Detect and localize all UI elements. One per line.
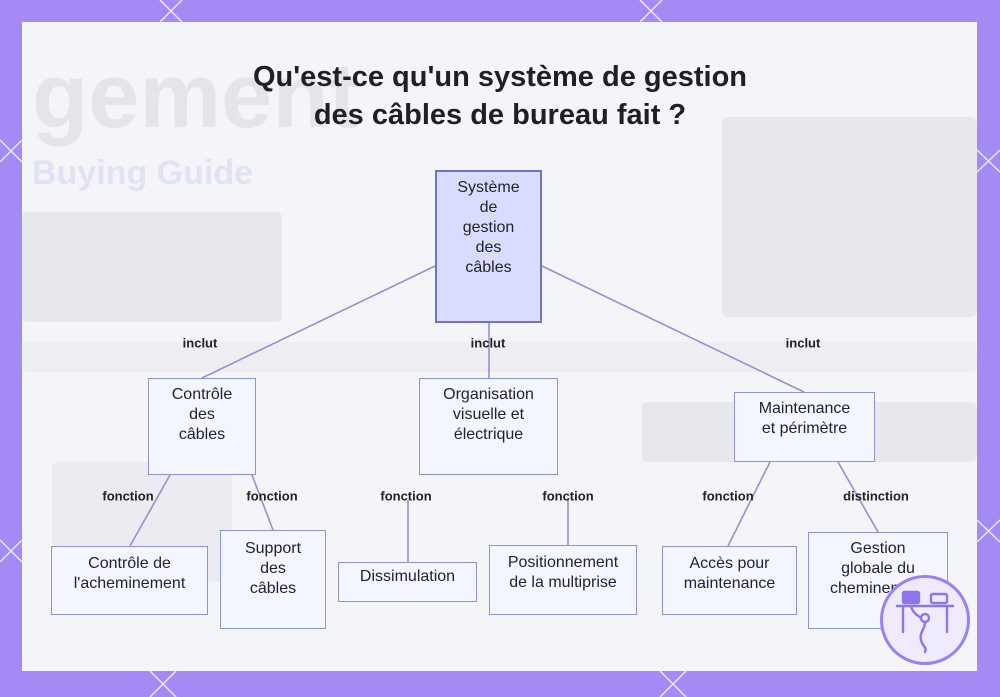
edge-root-controle — [201, 265, 436, 379]
background-subtitle: Buying Guide — [32, 154, 253, 192]
edge-label-inclut-left: inclut — [182, 335, 218, 351]
node-power-strip-positioning: Positionnement de la multiprise — [489, 545, 637, 615]
node-label: Support des câbles — [244, 540, 302, 597]
node-label: Contrôle des câbles — [171, 386, 233, 443]
node-visual-electrical-organisation: Organisation visuelle et électrique — [419, 378, 558, 475]
node-label: Dissimulation — [359, 568, 456, 585]
edge-label-fonction-3: fonction — [380, 488, 432, 504]
edge-label-inclut-right: inclut — [785, 335, 821, 351]
node-label: Maintenance et périmètre — [758, 400, 851, 437]
title-line-1: Qu'est-ce qu'un système de gestion — [252, 61, 748, 93]
node-cable-management-system: Système de gestion des câbles — [435, 170, 542, 323]
node-label: Contrôle de l'acheminement — [73, 555, 186, 592]
edge-controle-support — [251, 474, 274, 531]
node-label: Positionnement de la multiprise — [507, 554, 619, 591]
edge-controle-acheminement — [129, 474, 171, 547]
node-maintenance-perimeter: Maintenance et périmètre — [734, 392, 875, 462]
background-word: gement — [32, 45, 360, 147]
edge-label-distinction: distinction — [843, 488, 909, 504]
edge-root-maintenance — [541, 265, 805, 393]
node-label: Organisation visuelle et électrique — [443, 386, 534, 443]
node-label: Accès pour maintenance — [683, 555, 776, 592]
node-maintenance-access: Accès pour maintenance — [662, 546, 797, 615]
edge-label-fonction-4: fonction — [542, 488, 594, 504]
edge-label-inclut-mid: inclut — [470, 335, 506, 351]
desk-setup-icon — [880, 575, 970, 665]
edge-maintenance-cheminement — [837, 461, 879, 533]
node-cable-support: Support des câbles — [220, 530, 326, 629]
desk-setup-icon-graphic — [895, 590, 955, 654]
node-routing-control: Contrôle de l'acheminement — [51, 546, 208, 615]
edge-label-fonction-1: fonction — [102, 488, 154, 504]
edge-label-fonction-5: fonction — [702, 488, 754, 504]
edge-maintenance-acces — [727, 461, 771, 547]
node-cable-control: Contrôle des câbles — [148, 378, 256, 475]
edge-label-fonction-2: fonction — [246, 488, 298, 504]
page-title: Qu'est-ce qu'un système de gestion des c… — [0, 58, 1000, 134]
title-line-2: des câbles de bureau fait ? — [313, 99, 687, 131]
node-concealment: Dissimulation — [338, 562, 477, 602]
node-label: Système de gestion des câbles — [457, 179, 520, 276]
